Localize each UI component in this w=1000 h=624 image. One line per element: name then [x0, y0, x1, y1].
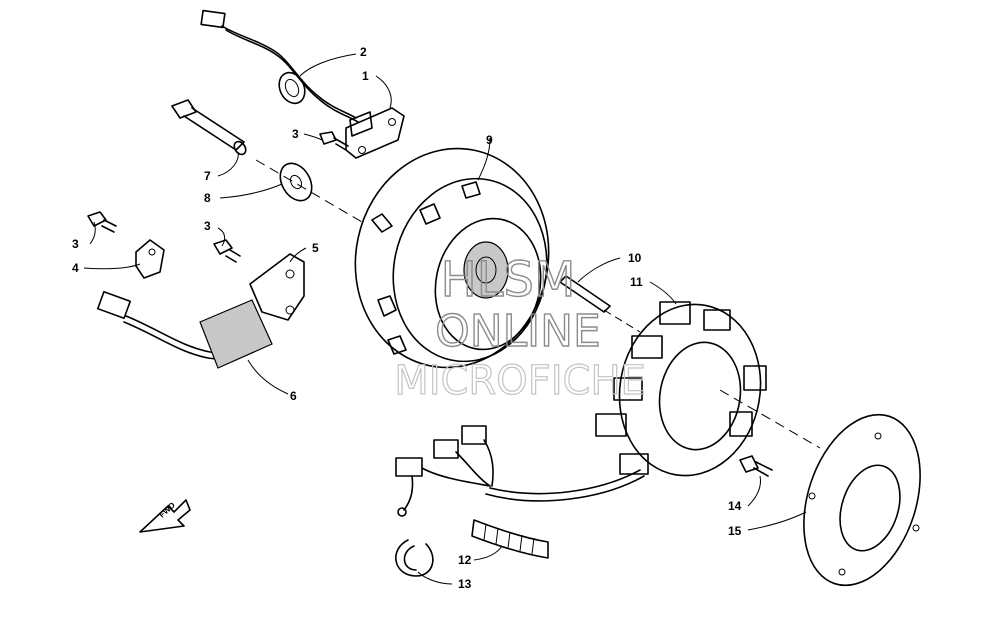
part-4-bracket	[135, 239, 165, 279]
callout-3-middle: 3	[204, 219, 211, 233]
part-7-flywheel-bolt	[171, 99, 363, 223]
callout-3-upper: 3	[292, 127, 299, 141]
leader-lines	[83, 53, 807, 585]
callout-14: 14	[728, 499, 742, 513]
watermark-line-1: HLSM	[441, 252, 576, 308]
callout-2: 2	[360, 45, 367, 59]
part-10-stud	[559, 275, 641, 333]
part-15-mounting-plate	[719, 389, 921, 587]
callout-15: 15	[728, 524, 742, 538]
fwd-label: FWD	[157, 500, 177, 519]
callout-12: 12	[458, 553, 472, 567]
callout-5: 5	[312, 241, 319, 255]
part-11-stator	[485, 301, 767, 502]
part-8-washer	[279, 162, 313, 202]
callout-4: 4	[72, 261, 79, 275]
callout-13: 13	[458, 577, 472, 591]
part-14-bolt	[739, 455, 773, 477]
part-3-screw-left	[87, 211, 117, 233]
part-1-pickup-sensor	[200, 9, 405, 159]
part-9-flywheel	[354, 147, 550, 369]
part-6-harness	[96, 290, 273, 369]
part-3-screw-upper	[319, 131, 349, 151]
callout-3-left: 3	[72, 237, 79, 251]
part-5-sensor-bracket	[249, 253, 305, 321]
callout-8: 8	[204, 191, 211, 205]
callout-11: 11	[630, 275, 643, 289]
callout-9: 9	[486, 133, 493, 147]
callout-6: 6	[290, 389, 297, 403]
callout-1: 1	[362, 69, 369, 83]
callout-10: 10	[628, 251, 642, 265]
part-3-screw-middle	[213, 239, 241, 263]
watermark: HLSM ONLINE MICROFICHE	[394, 251, 647, 404]
fwd-direction-arrow: FWD	[139, 499, 191, 533]
watermark-line-3: MICROFICHE	[394, 358, 646, 404]
callout-numbers: 2 1 3 9 7 8 3 3 5 10 4 11 6 14 15 12 13	[72, 45, 742, 591]
part-12-sleeve	[471, 519, 549, 559]
part-13-clip	[395, 539, 434, 577]
stator-harness-connectors	[395, 425, 494, 517]
callout-7: 7	[204, 169, 211, 183]
watermark-line-2: ONLINE	[435, 306, 601, 357]
